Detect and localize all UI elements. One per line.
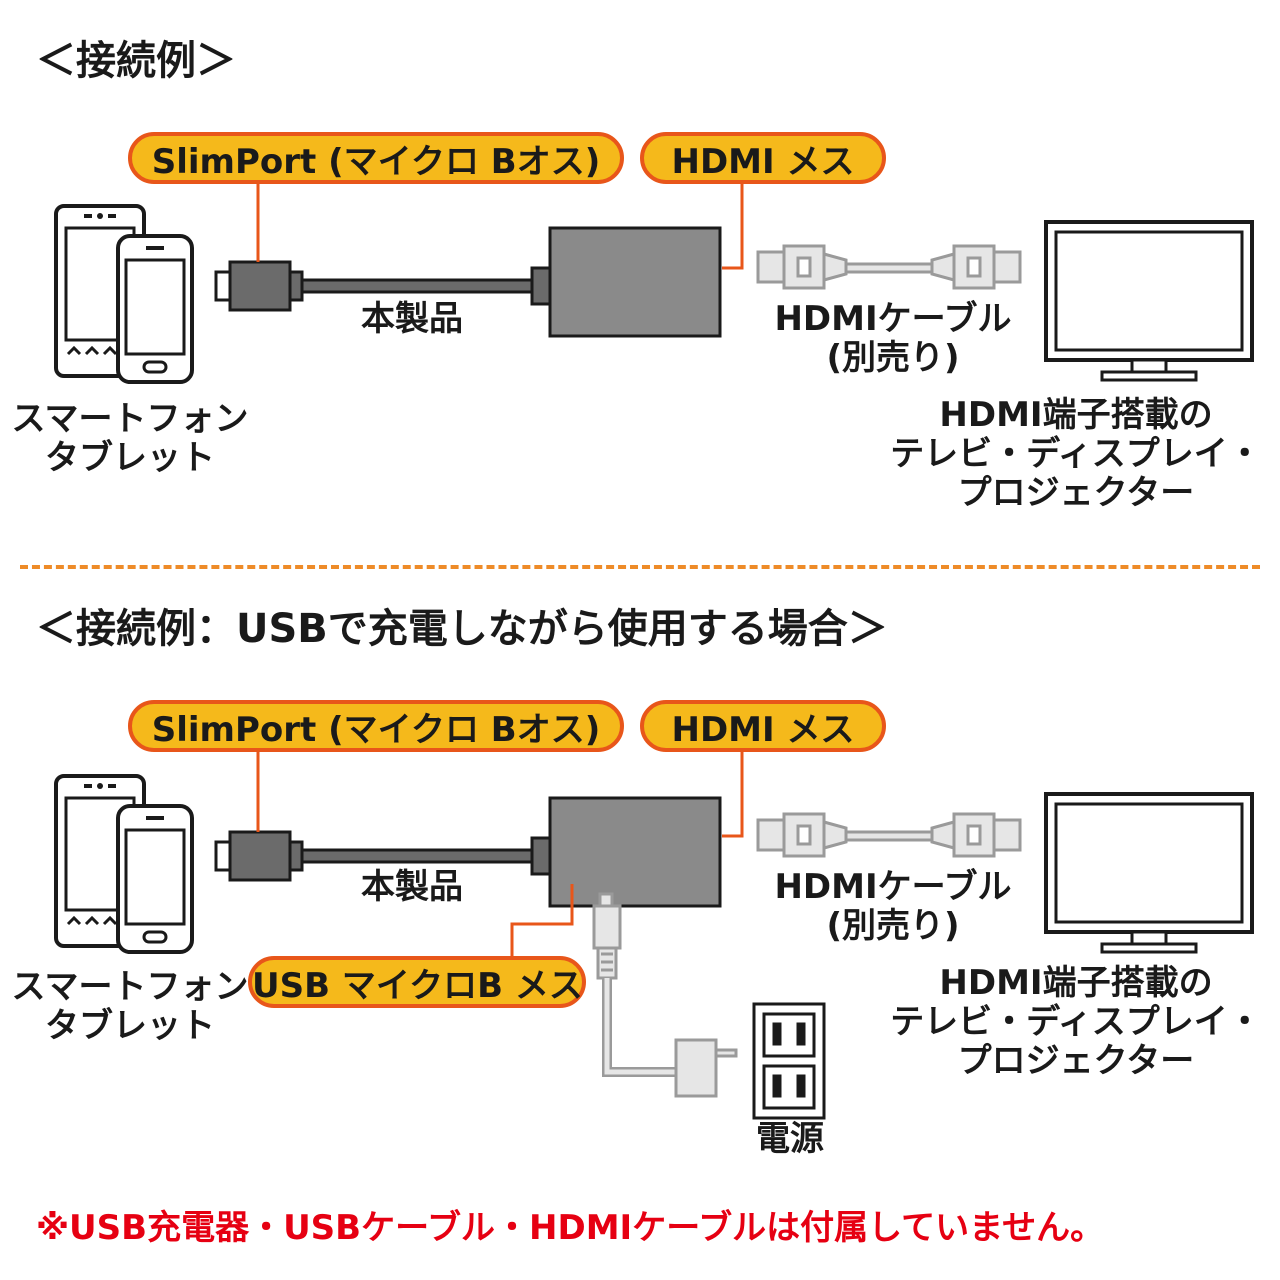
phone-label-1: スマートフォン タブレット [10, 399, 250, 479]
section2-heading: ＜接続例：USBで充電しながら使用する場合＞ [36, 606, 888, 652]
hdmi-female-label-1: HDMI メス [640, 132, 886, 184]
display-illustration-2 [1044, 792, 1254, 954]
hdmi-cable-label-line2: (別売り) [826, 906, 960, 947]
display-label-line1: HDMI端子搭載の [939, 963, 1213, 1003]
product-label-2: 本製品 [361, 867, 463, 907]
leader-line-usb-2 [510, 884, 574, 960]
footnote-not-included: ※USB充電器・USBケーブル・HDMIケーブルは付属していません。 [36, 1208, 1105, 1248]
display-label-line3: プロジェクター [957, 473, 1195, 514]
hdmi-cable-label-line1: HDMIケーブル [774, 299, 1012, 339]
display-label-line1: HDMI端子搭載の [939, 395, 1213, 435]
phone-tablet-illustration-1 [54, 204, 194, 384]
slimport-label-2: SlimPort (マイクロ Bオス) [128, 700, 624, 752]
display-label-2: HDMI端子搭載の テレビ・ディスプレイ・ プロジェクター [880, 963, 1272, 1082]
section-divider [20, 565, 1260, 569]
usb-microb-label: USB マイクロB メス [248, 956, 586, 1008]
slimport-label-1: SlimPort (マイクロ Bオス) [128, 132, 624, 184]
hdmi-cable-label-1: HDMIケーブル (別売り) [758, 299, 1028, 379]
product-label-1: 本製品 [361, 299, 463, 339]
power-source-label: 電源 [756, 1119, 824, 1159]
hdmi-cable-label-line1: HDMIケーブル [774, 867, 1012, 907]
display-label-line2: テレビ・ディスプレイ・ [890, 1002, 1262, 1043]
leader-line-hdmi-1 [722, 184, 744, 270]
leader-line-hdmi-2 [722, 752, 744, 838]
display-label-line2: テレビ・ディスプレイ・ [890, 434, 1262, 475]
display-illustration-1 [1044, 220, 1254, 382]
phone-label-2: スマートフォン タブレット [10, 967, 250, 1047]
hdmi-female-label-2: HDMI メス [640, 700, 886, 752]
display-label-1: HDMI端子搭載の テレビ・ディスプレイ・ プロジェクター [880, 395, 1272, 514]
phone-label-line2: タブレット [45, 1006, 215, 1047]
phone-tablet-illustration-2 [54, 774, 194, 954]
hdmi-cable-illustration-2 [756, 812, 1022, 858]
phone-label-line1: スマートフォン [11, 399, 249, 439]
hdmi-cable-label-2: HDMIケーブル (別売り) [758, 867, 1028, 947]
power-outlet-illustration [752, 1002, 826, 1120]
phone-label-line2: タブレット [45, 438, 215, 479]
phone-label-line1: スマートフォン [11, 967, 249, 1007]
hdmi-cable-label-line2: (別売り) [826, 338, 960, 379]
hdmi-cable-illustration-1 [756, 244, 1022, 290]
display-label-line3: プロジェクター [957, 1041, 1195, 1082]
usb-cable-illustration [592, 892, 738, 1098]
section1-heading: ＜接続例＞ [36, 38, 236, 84]
